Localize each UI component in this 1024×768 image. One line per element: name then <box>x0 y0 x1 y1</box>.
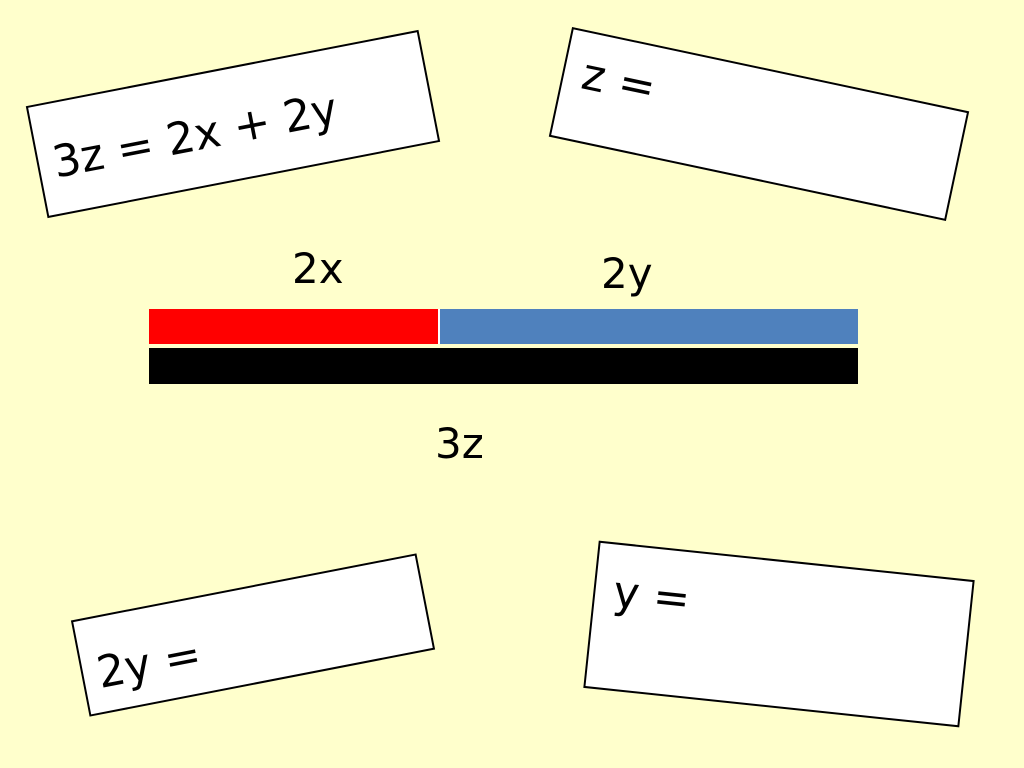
part-2y-label: 2y <box>601 249 653 298</box>
two-y-prompt-text: 2y = <box>92 628 206 699</box>
y-prompt-text: y = <box>610 566 693 626</box>
two-y-answer-card: 2y = <box>70 553 436 717</box>
whole-3z-bar <box>149 348 858 384</box>
part-2y-bar <box>440 309 858 344</box>
z-prompt-text: z = <box>577 48 661 115</box>
whole-3z-label: 3z <box>435 419 484 468</box>
y-answer-card: y = <box>583 540 975 728</box>
equation-text: 3z = 2x + 2y <box>48 83 342 189</box>
equation-card: 3z = 2x + 2y <box>25 29 441 219</box>
bar-divider <box>438 309 440 344</box>
z-answer-card: z = <box>548 27 970 221</box>
part-2x-label: 2x <box>292 244 344 293</box>
part-2x-bar <box>149 309 438 344</box>
